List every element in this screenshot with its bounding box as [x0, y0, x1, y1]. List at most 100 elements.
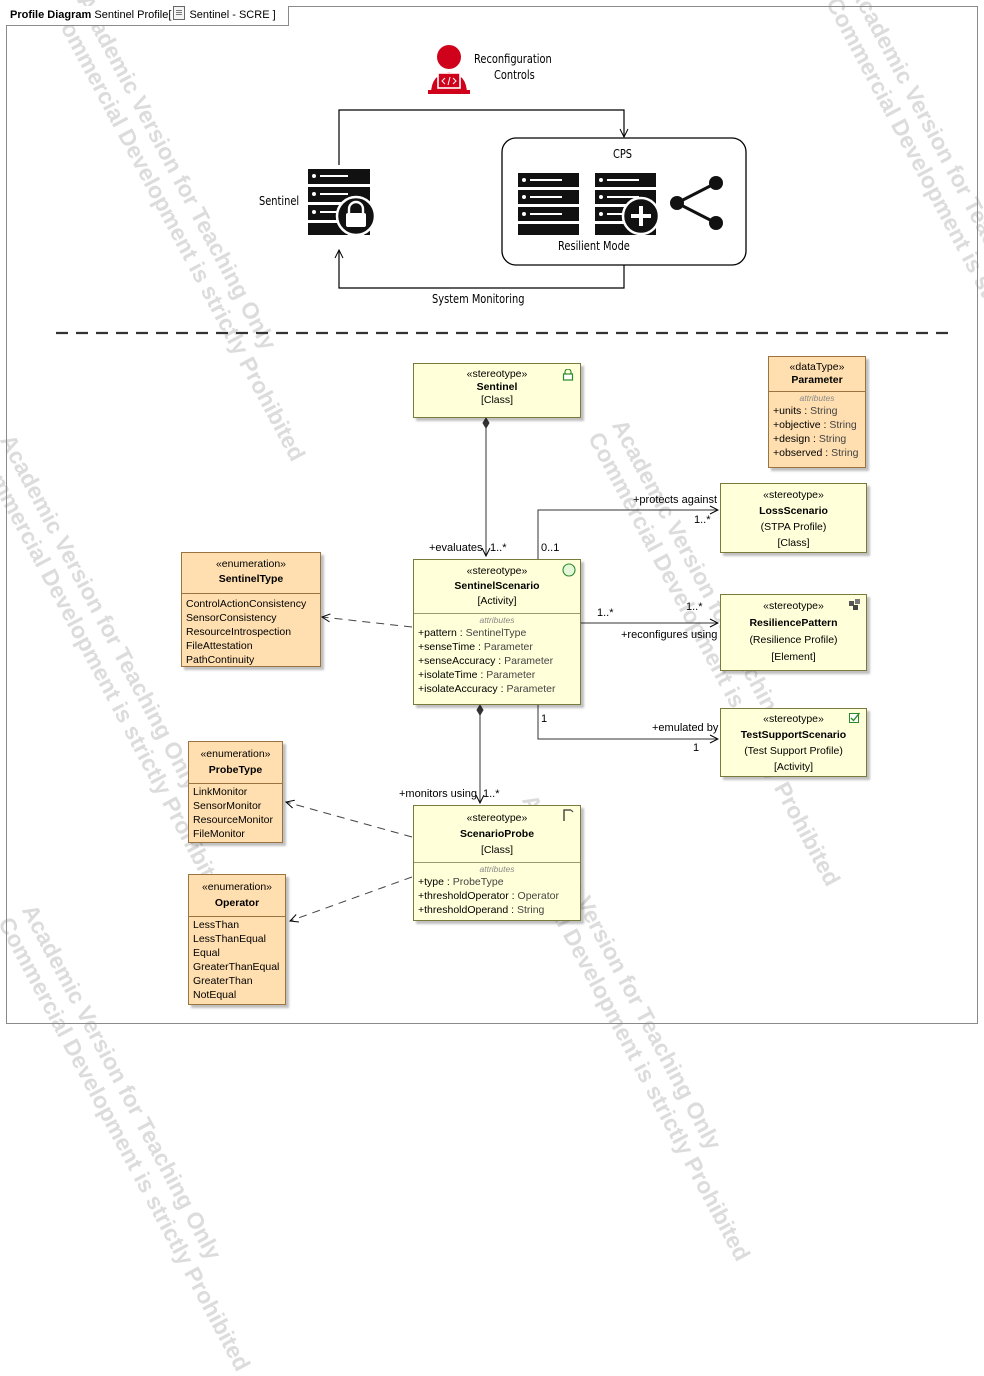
share-icon	[670, 176, 723, 230]
role-label-reconfigures: +reconfigures using	[621, 629, 718, 641]
multiplicity-label: 1..*	[483, 788, 500, 800]
enum-literal[interactable]: LessThan	[193, 919, 240, 931]
enum-literal[interactable]: ResourceMonitor	[193, 814, 273, 826]
class-name: ResiliencePattern	[749, 617, 838, 629]
enum-literal[interactable]: FileAttestation	[186, 640, 253, 652]
stereotype-label: «stereotype»	[763, 600, 824, 612]
attribute-row[interactable]: +type : ProbeType	[418, 876, 504, 888]
metaclass-label: [Class]	[777, 537, 810, 549]
attribute-row[interactable]: +observed : String	[773, 447, 859, 459]
attribute-row[interactable]: +isolateTime : Parameter	[418, 669, 536, 681]
metaclass-label: [Activity]	[477, 595, 517, 607]
attributes-caption: attributes	[479, 864, 515, 874]
enum-literal[interactable]: FileMonitor	[193, 828, 245, 840]
actor-label-line2: Controls	[494, 68, 535, 82]
server-lock-icon	[308, 169, 377, 237]
role-label-protects: +protects against	[633, 494, 718, 506]
enum-sentineltype[interactable]: «enumeration» SentinelType ControlAction…	[181, 552, 321, 667]
frame-package: Sentinel - SCRE	[189, 9, 270, 21]
profile-label: (STPA Profile)	[760, 521, 827, 533]
attribute-row[interactable]: +thresholdOperand : String	[418, 904, 545, 916]
enum-literal[interactable]: PathContinuity	[186, 654, 255, 666]
lock-icon	[562, 369, 574, 381]
edge-protects	[537, 510, 718, 560]
server-stack-icon	[518, 173, 579, 235]
class-name: ScenarioProbe	[459, 828, 535, 840]
stereotype-label: «enumeration»	[200, 748, 271, 760]
multiplicity-label: 1..*	[694, 514, 711, 526]
flag-icon	[563, 809, 574, 821]
frame-name: Sentinel Profile	[94, 9, 169, 21]
developer-icon	[428, 45, 470, 94]
attribute-row[interactable]: +design : String	[773, 433, 847, 445]
enum-literal[interactable]: SensorConsistency	[186, 612, 277, 624]
datatype-name: Parameter	[791, 374, 843, 386]
attribute-row[interactable]: +units : String	[773, 405, 838, 417]
attribute-row[interactable]: +isolateAccuracy : Parameter	[418, 683, 556, 695]
attributes-caption: attributes	[799, 393, 835, 403]
multiplicity-label: 1..*	[686, 601, 703, 613]
enum-name: SentinelType	[218, 573, 284, 585]
system-monitoring-label: System Monitoring	[432, 292, 525, 306]
enum-literal[interactable]: LinkMonitor	[193, 786, 248, 798]
datatype-parameter[interactable]: «dataType» Parameter attributes +units :…	[768, 356, 866, 468]
class-sentinel[interactable]: «stereotype» Sentinel [Class]	[413, 363, 581, 418]
enum-literal[interactable]: ResourceIntrospection	[186, 626, 292, 638]
diagram-frame-tab[interactable]: Profile Diagram Sentinel Profile[ Sentine…	[6, 6, 289, 26]
role-label-monitors: +monitors using	[399, 788, 477, 800]
enum-literal[interactable]: GreaterThanEqual	[193, 961, 280, 973]
class-resiliencepattern[interactable]: «stereotype» ResiliencePattern (Resilien…	[720, 594, 867, 671]
sentinel-label: Sentinel	[259, 194, 300, 208]
class-testsupportscenario[interactable]: «stereotype» TestSupportScenario (Test S…	[720, 708, 867, 777]
class-name: SentinelScenario	[454, 580, 540, 592]
puzzle-icon	[849, 599, 860, 610]
enum-name: ProbeType	[208, 764, 263, 776]
enum-literal[interactable]: ControlActionConsistency	[186, 598, 307, 610]
multiplicity-label: 1..*	[490, 542, 507, 554]
attribute-row[interactable]: +senseAccuracy : Parameter	[418, 655, 554, 667]
stereotype-label: «stereotype»	[763, 489, 824, 501]
attributes-caption: attributes	[479, 615, 515, 625]
class-name: LossScenario	[759, 505, 828, 517]
role-label-evaluates: +evaluates	[429, 542, 483, 554]
attribute-row[interactable]: +objective : String	[773, 419, 857, 431]
diagram-frame	[6, 6, 978, 1024]
package-icon	[173, 6, 186, 20]
edge-emulated	[537, 705, 718, 739]
enum-literal[interactable]: LessThanEqual	[193, 933, 266, 945]
profile-label: (Test Support Profile)	[744, 745, 843, 757]
class-scenarioprobe[interactable]: «stereotype» ScenarioProbe [Class] attri…	[413, 805, 581, 921]
profile-label: (Resilience Profile)	[749, 634, 838, 646]
edge-dependency-operator	[290, 876, 413, 921]
stereotype-label: «stereotype»	[466, 565, 528, 577]
attribute-row[interactable]: +pattern : SentinelType	[418, 627, 527, 639]
actor-label-line1: Reconfiguration	[474, 52, 552, 66]
class-name: TestSupportScenario	[740, 729, 847, 741]
cps-label: CPS	[613, 147, 633, 161]
server-add-icon	[595, 173, 661, 236]
diagram-canvas	[56, 45, 954, 1030]
metaclass-label: [Class]	[480, 844, 514, 856]
attribute-row[interactable]: +thresholdOperator : Operator	[418, 890, 559, 902]
resilient-mode-label: Resilient Mode	[558, 239, 630, 253]
class-lossscenario[interactable]: «stereotype» LossScenario (STPA Profile)…	[720, 483, 867, 553]
frame-bracket-open: [	[168, 9, 172, 21]
frame-bracket-close: ]	[272, 9, 276, 21]
stereotype-label: «dataType»	[789, 361, 845, 373]
stereotype-label: «enumeration»	[215, 558, 287, 570]
enum-operator[interactable]: «enumeration» Operator LessThan LessThan…	[188, 874, 286, 1005]
enum-literal[interactable]: NotEqual	[193, 989, 237, 1001]
enum-literal[interactable]: GreaterThan	[193, 975, 253, 987]
enum-literal[interactable]: Equal	[193, 947, 220, 959]
stereotype-label: «stereotype»	[466, 368, 528, 380]
role-label-emulated: +emulated by	[652, 722, 719, 734]
frame-kind: Profile Diagram	[10, 9, 92, 21]
enum-probetype[interactable]: «enumeration» ProbeType LinkMonitor Sens…	[188, 741, 283, 843]
enum-literal[interactable]: SensorMonitor	[193, 800, 262, 812]
attribute-row[interactable]: +senseTime : Parameter	[418, 641, 533, 653]
multiplicity-label: 1	[541, 713, 548, 725]
class-sentinelscenario[interactable]: «stereotype» SentinelScenario [Activity]…	[413, 559, 581, 705]
circle-icon	[562, 563, 576, 577]
multiplicity-label: 1	[693, 742, 700, 754]
multiplicity-label: 1..*	[597, 607, 614, 619]
